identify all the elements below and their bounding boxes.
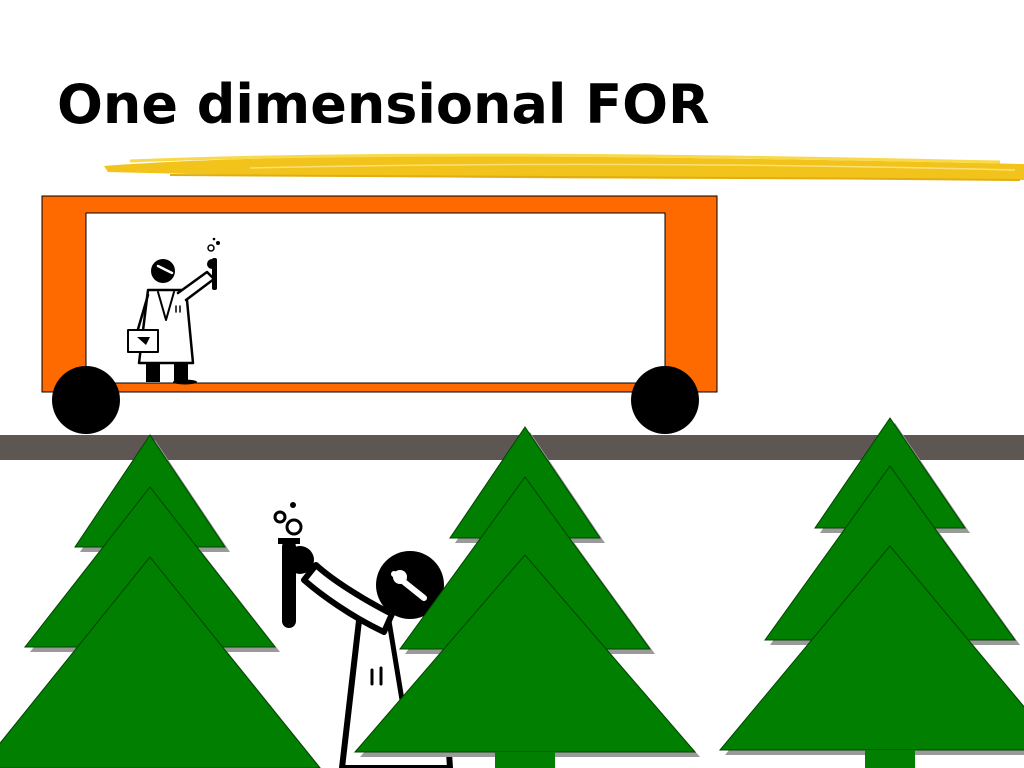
pine-tree-icon bbox=[718, 417, 1024, 768]
pine-tree-icon bbox=[353, 426, 700, 768]
scientist-icon bbox=[127, 237, 220, 385]
pine-tree-icon bbox=[0, 434, 321, 768]
title-underline bbox=[104, 153, 1024, 181]
wheel-icon bbox=[631, 366, 699, 434]
wheel-icon bbox=[52, 366, 120, 434]
slide-title: One dimensional FOR bbox=[57, 73, 710, 136]
